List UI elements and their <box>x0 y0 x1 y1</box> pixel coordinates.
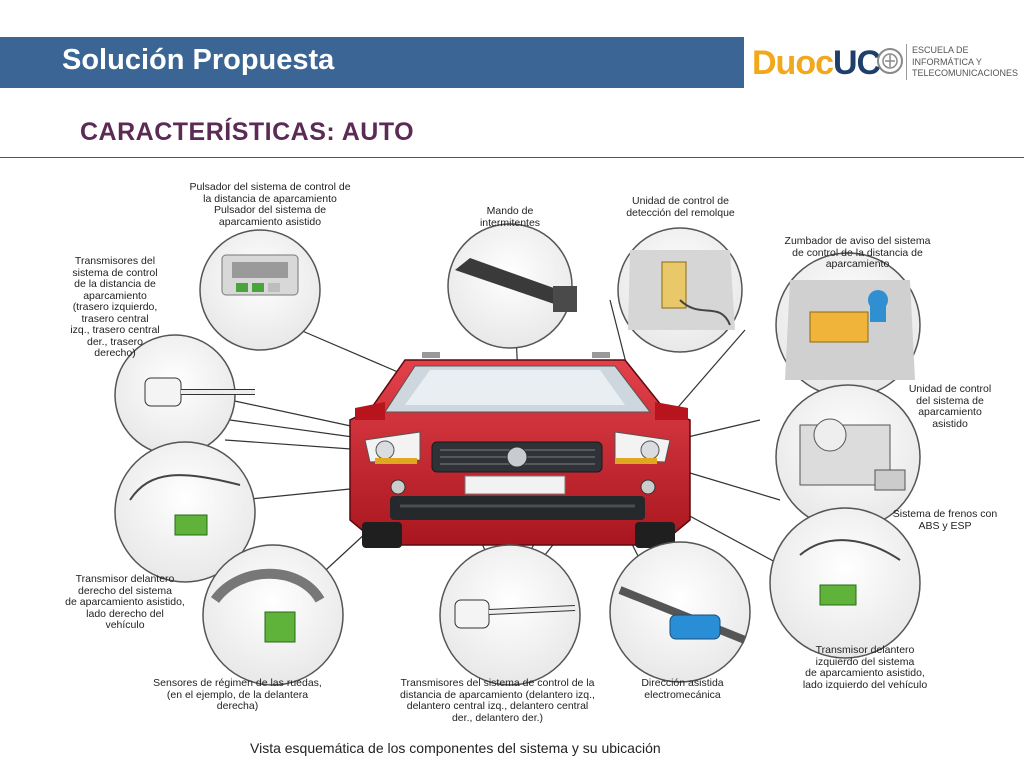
logo-divider <box>906 44 907 80</box>
trailer-unit-bubble <box>617 227 743 353</box>
label-trailer-unit: Unidad de control de detección del remol… <box>626 195 735 219</box>
logo-uc-text: UC <box>833 44 881 82</box>
label-buzzer: Zumbador de aviso del sistema de control… <box>784 235 931 270</box>
label-front-left-sensor: Transmisor delantero izquierdo del siste… <box>802 644 928 691</box>
diagram-caption: Vista esquemática de los componentes del… <box>250 740 661 756</box>
indicator-stalk-bubble <box>447 223 577 349</box>
logo-wordmark: DuocUC <box>752 44 881 83</box>
seal-icon <box>877 48 903 74</box>
slide-title: Solución Propuesta <box>62 44 335 76</box>
label-steering: Dirección asistida electromecánica <box>641 677 724 701</box>
logo-school-name: ESCUELA DE INFORMÁTICA Y TELECOMUNICACIO… <box>912 45 1019 78</box>
rear-sensor-bubble <box>114 334 255 456</box>
park-assist-unit-bubble <box>775 384 921 530</box>
label-indicator-stalk: Mando de intermitentes <box>479 205 541 229</box>
label-abs-esp: Sistema de frenos con ABS y ESP <box>892 508 998 532</box>
buzzer-bubble <box>775 252 921 398</box>
label-front-sensors: Transmisores del sistema de control de l… <box>400 677 595 724</box>
front-sensors-bubble <box>439 544 581 686</box>
header-bar <box>0 37 744 88</box>
label-park-button: Pulsador del sistema de control de la di… <box>189 181 351 228</box>
front-left-sensor-bubble <box>769 507 921 659</box>
duoc-uc-logo: DuocUC ESCUELA DE INFORMÁTICA Y TELECOMU… <box>752 40 1022 86</box>
label-rear-sensors: Transmisores del sistema de control de l… <box>70 255 160 359</box>
section-title: CARACTERÍSTICAS: AUTO <box>80 118 415 146</box>
label-front-right-sensor: Transmisor delantero derecho del sistema… <box>65 573 185 631</box>
steering-bubble <box>609 541 751 683</box>
park-button-bubble <box>199 229 321 351</box>
wheel-speed-bubble <box>202 544 344 686</box>
logo-duoc-text: Duoc <box>752 44 834 82</box>
label-park-assist-unit: Unidad de control del sistema de aparcam… <box>908 383 992 430</box>
title-rule <box>0 157 1024 158</box>
car-front-view <box>349 352 691 548</box>
front-right-sensor-bubble <box>114 441 256 583</box>
label-wheel-speed: Sensores de régimen de las ruedas, (en e… <box>153 677 322 712</box>
car-components-diagram <box>114 223 921 686</box>
